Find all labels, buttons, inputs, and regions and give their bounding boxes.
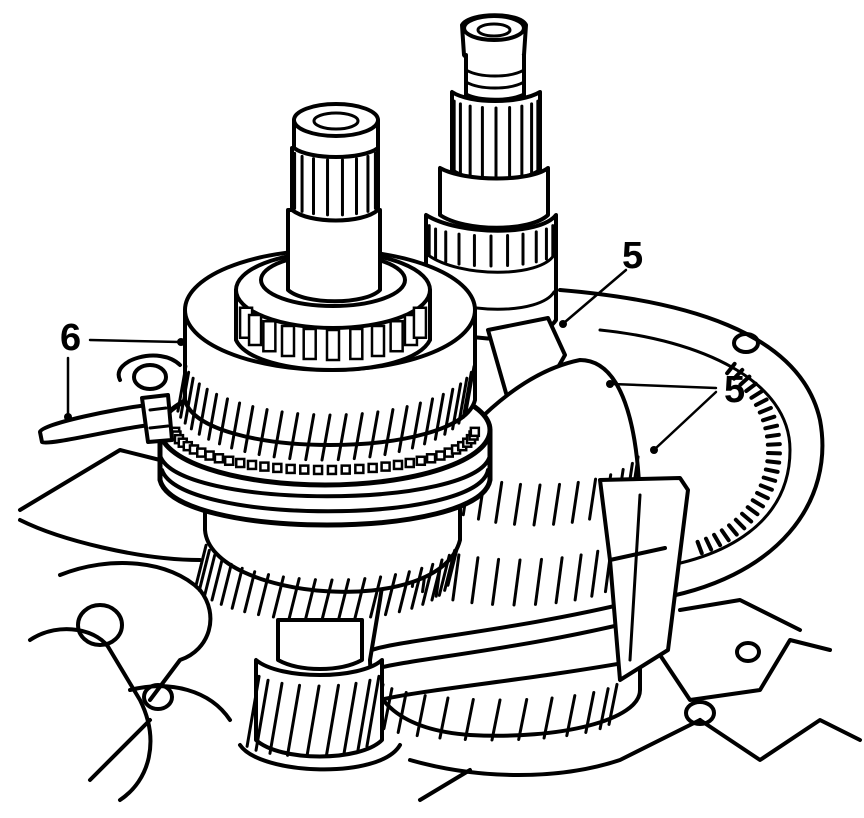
flange-ring-gear [695, 361, 782, 556]
reverse-idler-teeth [245, 674, 381, 758]
callout-leaders [64, 268, 718, 454]
needle-roller-bearing [238, 306, 428, 362]
callout-label-5-top: 5 [622, 235, 643, 277]
shift-rod [38, 393, 174, 445]
shift-fork-lower [598, 476, 690, 682]
output-shaft-splines [452, 99, 540, 180]
input-shaft [286, 102, 382, 304]
output-shaft-gear-teeth [427, 224, 555, 268]
mainshaft-top-gear-teeth [176, 364, 476, 462]
leader-6b-dot [64, 413, 72, 421]
input-shaft-splines [293, 151, 377, 217]
mainshaft-gear-stack [157, 248, 493, 622]
synchro-ring-teeth [169, 426, 481, 476]
leader-6a-dot [177, 338, 185, 346]
reverse-idler-gear [238, 618, 402, 772]
leader-5-right-a-dot [606, 380, 614, 388]
callout-label-6: 6 [60, 317, 81, 359]
leader-5-right-b-dot [650, 446, 658, 454]
mainshaft-lower-gear-teeth [194, 543, 460, 622]
callout-label-5-right: 5 [724, 369, 745, 411]
leader-5-top-dot [559, 320, 567, 328]
